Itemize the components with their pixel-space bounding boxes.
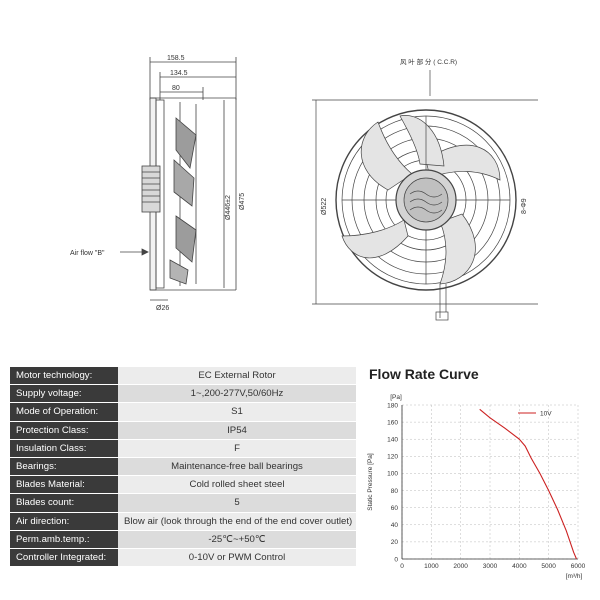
spec-row: Bearings:Maintenance-free ball bearings: [10, 457, 356, 477]
spec-label: Mode of Operation:: [10, 402, 118, 422]
spec-label: Supply voltage:: [10, 384, 118, 404]
spec-row: Air direction:Blow air (look through the…: [10, 512, 356, 531]
spec-value: -25℃~+50℃: [118, 530, 356, 549]
spec-row: Protection Class:IP54: [10, 421, 356, 440]
x-axis-label: [m³/h]: [566, 573, 583, 580]
spec-row: Motor technology:EC External Rotor: [10, 367, 356, 386]
dim-8: 8-Φ9: [521, 198, 528, 214]
fan-technical-drawing: 158.5 134.5 80 Ø446±2 Ø475 Ø26 Air flow …: [70, 55, 538, 321]
spec-value: Maintenance-free ball bearings: [118, 457, 356, 477]
x-tick-label: 3000: [483, 563, 498, 570]
y-tick-label: 40: [391, 522, 399, 529]
x-tick-label: 6000: [571, 563, 586, 570]
y-tick-label: 180: [387, 402, 398, 409]
dim-26: Ø26: [156, 305, 169, 312]
series-line-10V: [479, 408, 578, 560]
dim-522: Ø522: [321, 198, 328, 215]
spec-label: Perm.amb.temp.:: [10, 530, 118, 549]
y-axis-label: Static Pressure [Pa]: [367, 453, 374, 511]
y-tick-label: 60: [391, 505, 399, 512]
spec-label: Motor technology:: [10, 367, 118, 386]
y-tick-label: 80: [391, 488, 399, 495]
y-tick-label: 120: [387, 454, 398, 461]
spec-row: Insulation Class:F: [10, 439, 356, 458]
spec-row: Supply voltage:1~,200-277V,50/60Hz: [10, 384, 356, 404]
y-tick-label: 100: [387, 471, 398, 478]
spec-label: Protection Class:: [10, 421, 118, 440]
spec-row: Mode of Operation:S1: [10, 402, 356, 422]
spec-value: EC External Rotor: [118, 367, 356, 386]
flow-rate-chart: 0 1000 2000 3000 4000 5000 6000 0 20 40 60 80 100 120…: [367, 394, 586, 580]
spec-value: 5: [118, 493, 356, 513]
y-tick-label: 0: [394, 556, 398, 563]
chart-title: Flow Rate Curve: [369, 366, 479, 382]
dim-80: 80: [172, 85, 180, 92]
x-tick-label: 5000: [541, 563, 556, 570]
spec-label: Blades Material:: [10, 475, 118, 495]
spec-value: F: [118, 439, 356, 458]
spec-label: Insulation Class:: [10, 439, 118, 458]
y-tick-label: 20: [391, 539, 399, 546]
x-tick-label: 1000: [424, 563, 439, 570]
x-tick-label: 2000: [453, 563, 468, 570]
spec-label: Air direction:: [10, 512, 118, 531]
fan-side-view: [120, 57, 237, 301]
spec-label: Bearings:: [10, 457, 118, 477]
spec-value: Cold rolled sheet steel: [118, 475, 356, 495]
spec-row: Blades count:5: [10, 493, 356, 513]
spec-value: Blow air (look through the end of the en…: [118, 512, 356, 531]
drawing-note: 风 叶 部 分 ( C.C.R): [400, 57, 457, 66]
y-tick-label: 140: [387, 437, 398, 444]
airflow-label: Air flow "B": [70, 250, 105, 257]
spec-label: Controller Integrated:: [10, 548, 118, 568]
x-tick-label: 0: [400, 563, 404, 570]
spec-row: Controller Integrated:0-10V or PWM Contr…: [10, 548, 356, 568]
spec-value: IP54: [118, 421, 356, 440]
spec-value: S1: [118, 402, 356, 422]
legend-label: 10V: [540, 410, 552, 417]
spec-row: Perm.amb.temp.:-25℃~+50℃: [10, 530, 356, 549]
spec-value: 0-10V or PWM Control: [118, 548, 356, 568]
spec-value: 1~,200-277V,50/60Hz: [118, 384, 356, 404]
y-unit-label: [Pa]: [390, 394, 402, 401]
dim-158: 158.5: [167, 55, 185, 62]
dim-134: 134.5: [170, 70, 188, 77]
x-tick-label: 4000: [512, 563, 527, 570]
fan-front-view: [312, 70, 538, 321]
y-tick-label: 160: [387, 419, 398, 426]
dim-475: Ø475: [239, 193, 246, 210]
dim-446: Ø446±2: [225, 195, 232, 220]
spec-label: Blades count:: [10, 493, 118, 513]
spec-row: Blades Material:Cold rolled sheet steel: [10, 475, 356, 495]
